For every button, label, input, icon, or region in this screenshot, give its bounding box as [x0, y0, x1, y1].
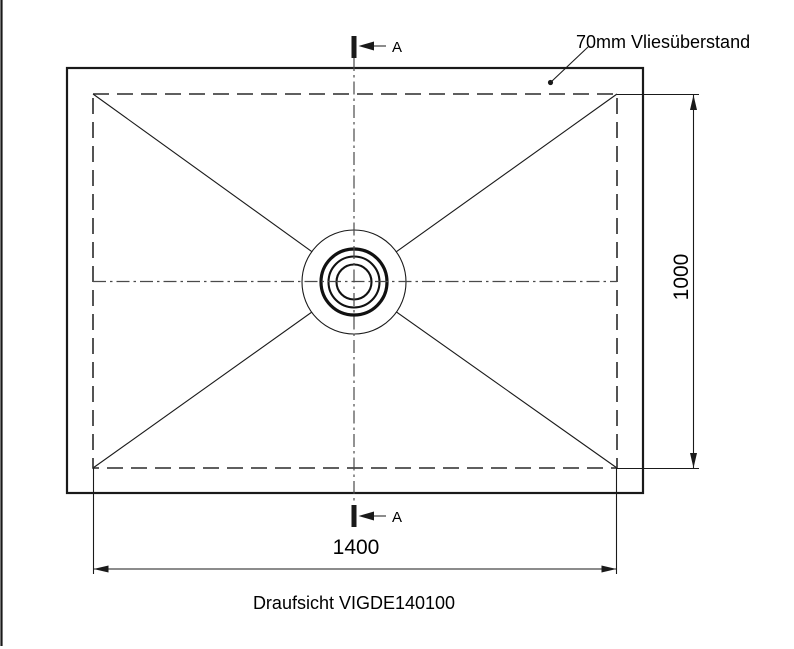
- section-marker-bottom: A: [351, 505, 402, 527]
- section-label-bottom: A: [392, 509, 402, 526]
- section-cut-bar-bottom: [351, 505, 357, 527]
- dim-height-arrow-up: [690, 95, 697, 110]
- leader-dot: [547, 79, 554, 86]
- section-cut-bar-top: [351, 36, 357, 58]
- slope-line-top-left: [92, 93, 355, 283]
- fleece-annotation-label: 70mm Vliesüberstand: [576, 32, 750, 52]
- slope-line-top-right: [353, 93, 618, 283]
- dim-width-value: 1400: [333, 536, 380, 559]
- section-label-top: A: [392, 39, 402, 56]
- dim-width-arrow-left: [93, 565, 109, 573]
- section-arrowhead-top: [358, 41, 374, 51]
- drawing-title: Draufsicht VIGDE140100: [253, 593, 455, 613]
- dim-height-arrow-down: [690, 453, 697, 468]
- slope-line-bottom-left: [92, 281, 355, 469]
- dimension-height: 1000: [617, 93, 699, 470]
- dimension-width: 1400: [92, 468, 618, 574]
- dim-width-arrow-right: [601, 565, 617, 573]
- dim-height-value: 1000: [670, 254, 693, 301]
- leader-line: [550, 46, 589, 83]
- fleece-annotation: 70mm Vliesüberstand: [547, 32, 750, 86]
- board-outline: [65, 66, 645, 495]
- section-arrowhead-bottom: [358, 511, 374, 521]
- slope-line-bottom-right: [353, 281, 618, 469]
- slope-lines: [92, 93, 618, 469]
- section-marker-top: A: [351, 36, 402, 58]
